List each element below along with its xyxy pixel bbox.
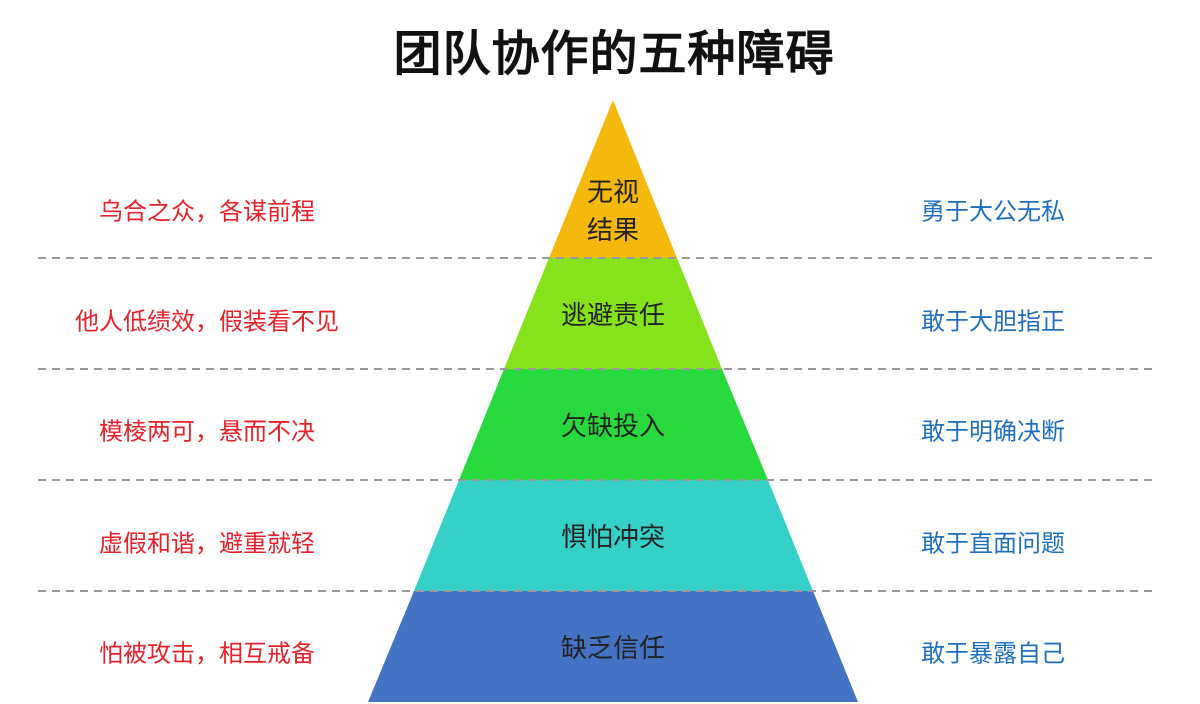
level-label-results: 无视 结果 — [587, 174, 639, 250]
right-remedy-trust: 敢于暴露自己 — [921, 639, 1065, 668]
level-label-trust: 缺乏信任 — [560, 634, 666, 664]
left-symptom-conflict: 虚假和谐，避重就轻 — [99, 529, 315, 558]
left-symptom-results: 乌合之众，各谋前程 — [99, 197, 315, 226]
right-remedy-accountability: 敢于大胆指正 — [921, 307, 1065, 336]
level-label-commitment: 欠缺投入 — [560, 412, 666, 442]
left-symptom-trust: 怕被攻击，相互戒备 — [99, 639, 315, 668]
right-remedy-conflict: 敢于直面问题 — [921, 529, 1065, 558]
level-label-line: 结果 — [586, 216, 640, 246]
page-title: 团队协作的五种障碍 — [393, 26, 835, 82]
right-remedy-results: 勇于大公无私 — [921, 197, 1065, 226]
pyramid-level-conflict — [414, 480, 813, 591]
pyramid-level-commitment — [459, 369, 768, 480]
left-symptom-accountability: 他人低绩效，假装看不见 — [75, 307, 339, 336]
left-symptom-commitment: 模棱两可，悬而不决 — [99, 417, 315, 446]
level-label-accountability: 逃避责任 — [560, 301, 666, 331]
pyramid-level-results — [549, 100, 677, 258]
pyramid-level-accountability — [504, 258, 722, 369]
right-remedy-commitment: 敢于明确决断 — [921, 417, 1065, 446]
pyramid-level-trust — [368, 591, 858, 702]
level-label-conflict: 惧怕冲突 — [560, 523, 666, 553]
level-label-line: 无视 — [586, 178, 640, 208]
